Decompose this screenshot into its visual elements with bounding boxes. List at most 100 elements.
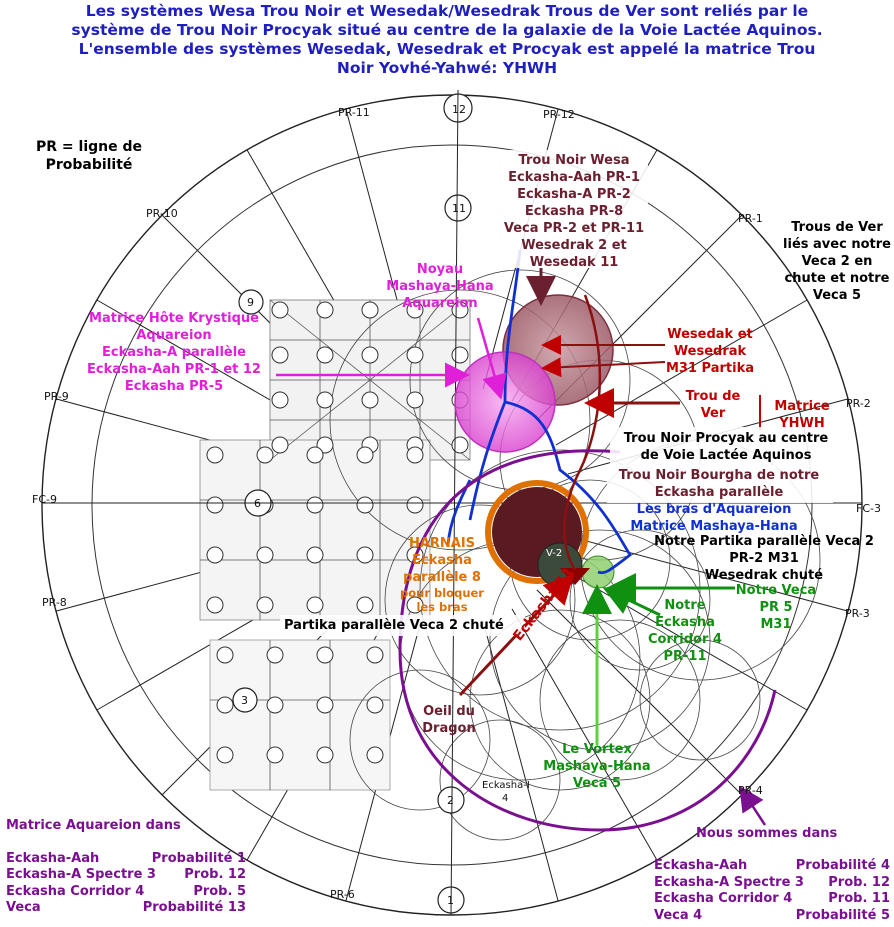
lattice-node [271,346,289,364]
bras-aquareion-label: Les bras d'Aquareion Matrice Mashaya-Han… [630,502,798,534]
lattice-node [271,391,289,409]
pr-3-label: PR-3 [845,607,870,620]
lattice-node [406,596,424,614]
lattice-node [266,696,284,714]
eckasha-i-number: 4 [502,793,508,804]
lattice-node [316,646,334,664]
axis-number-3: 3 [241,694,248,707]
partika-chute-label: Partika parallèle Veca 2 chuté [284,618,504,633]
purple-arc [398,449,777,832]
eckasha-i-label: Eckasha-I [482,780,530,791]
lattice-node [316,391,334,409]
probability-line [536,589,743,796]
axis-number-11: 11 [452,202,466,215]
pr-12-label: PR-12 [543,108,575,121]
lattice-node [206,546,224,564]
title-line-3: L'ensemble des systèmes Wesedak, Wesedra… [78,40,816,58]
lattice-node [216,646,234,664]
arrow-oeil [458,573,575,697]
lattice-node [451,436,469,454]
lattice-node [266,646,284,664]
partika-veca2-label: Notre Partika parallèle Veca 2 PR-2 M31 … [654,534,874,583]
lattice-node [361,391,379,409]
pr-11-label: PR-11 [338,106,370,119]
trou-noir-wesa-label: Trou Noir Wesa Eckasha-Aah PR-1 Eckasha-… [503,153,645,270]
lattice-node [306,546,324,564]
probability-line [482,620,559,902]
matrice-yhwh-label: Matrice YHWH [774,399,830,431]
lattice-node [216,746,234,764]
notre-eckasha-label: Notre Eckasha Corridor 4 PR-11 [648,598,722,664]
arrow-noyau [476,317,507,400]
lattice-node [451,346,469,364]
probability-line [567,535,849,612]
lattice-node [356,546,374,564]
lattice-node [266,746,284,764]
v2-label: V-2 [546,548,562,559]
lattice-node [316,346,334,364]
lattice-node [361,301,379,319]
lattice-node [256,446,274,464]
pr-4-label: PR-4 [738,784,763,797]
harnais-label: HARNAIS Eckasha parallèle 8 pour bloquer… [400,536,484,614]
wesedak-wesedrak-label: Wesedak et Wesedrak M31 Partika [665,327,754,376]
axis-number-2: 2 [447,794,454,807]
axis-number-9: 9 [247,296,254,309]
lattice-node [356,446,374,464]
title-line-1: Les systèmes Wesa Trou Noir et Wesedak/W… [85,2,809,20]
lattice-node [316,696,334,714]
pr-1-label: PR-1 [738,212,763,225]
noyau-label: Noyau Mashaya-Hana Aquareion [386,262,494,311]
lattice-node [406,346,424,364]
lattice-node [306,596,324,614]
lattice-node [306,446,324,464]
lattice-node [356,496,374,514]
fc-3-label: FC-3 [856,502,881,515]
pr-6-label: PR-6 [330,888,355,901]
title-line-4: Noir Yovhé-Yahwé: YHWH [336,59,558,77]
lattice-node [406,496,424,514]
bourgha-label: Trou Noir Bourgha de notre Eckasha paral… [618,468,820,500]
lattice-node [406,391,424,409]
lattice-node [206,596,224,614]
lattice-node [271,436,289,454]
table-left-title: Matrice Aquareion dans [6,818,181,833]
lattice-node [366,646,384,664]
lattice-node [206,446,224,464]
lattice-node [206,496,224,514]
lattice-node [271,301,289,319]
lattice-node [361,346,379,364]
lattice-node [256,596,274,614]
oeil-dragon-label: Oeil du Dragon [422,704,476,736]
lattice-node [356,596,374,614]
trou-de-ver-label: Trou de Ver [685,389,741,421]
axis-number-6: 6 [254,497,261,510]
lattice-node [366,696,384,714]
axis-number-1: 1 [447,894,454,907]
dragon-eye-shape [560,568,590,585]
fc-9-label: FC-9 [32,493,57,506]
pr-8-label: PR-8 [42,596,67,609]
nous-sommes-label: Nous sommes dans [696,826,838,841]
pr-9-label: PR-9 [44,390,69,403]
pr-2-label: PR-2 [846,397,871,410]
matrice-hote-label: Matrice Hôte Krystique Aquareion Eckasha… [87,311,261,394]
pr-10-label: PR-10 [146,207,178,220]
lattice-node [316,301,334,319]
inner-circle [91,144,813,866]
flower-circles [329,269,821,841]
axis-number-12: 12 [452,103,466,116]
lattice-node [406,301,424,319]
